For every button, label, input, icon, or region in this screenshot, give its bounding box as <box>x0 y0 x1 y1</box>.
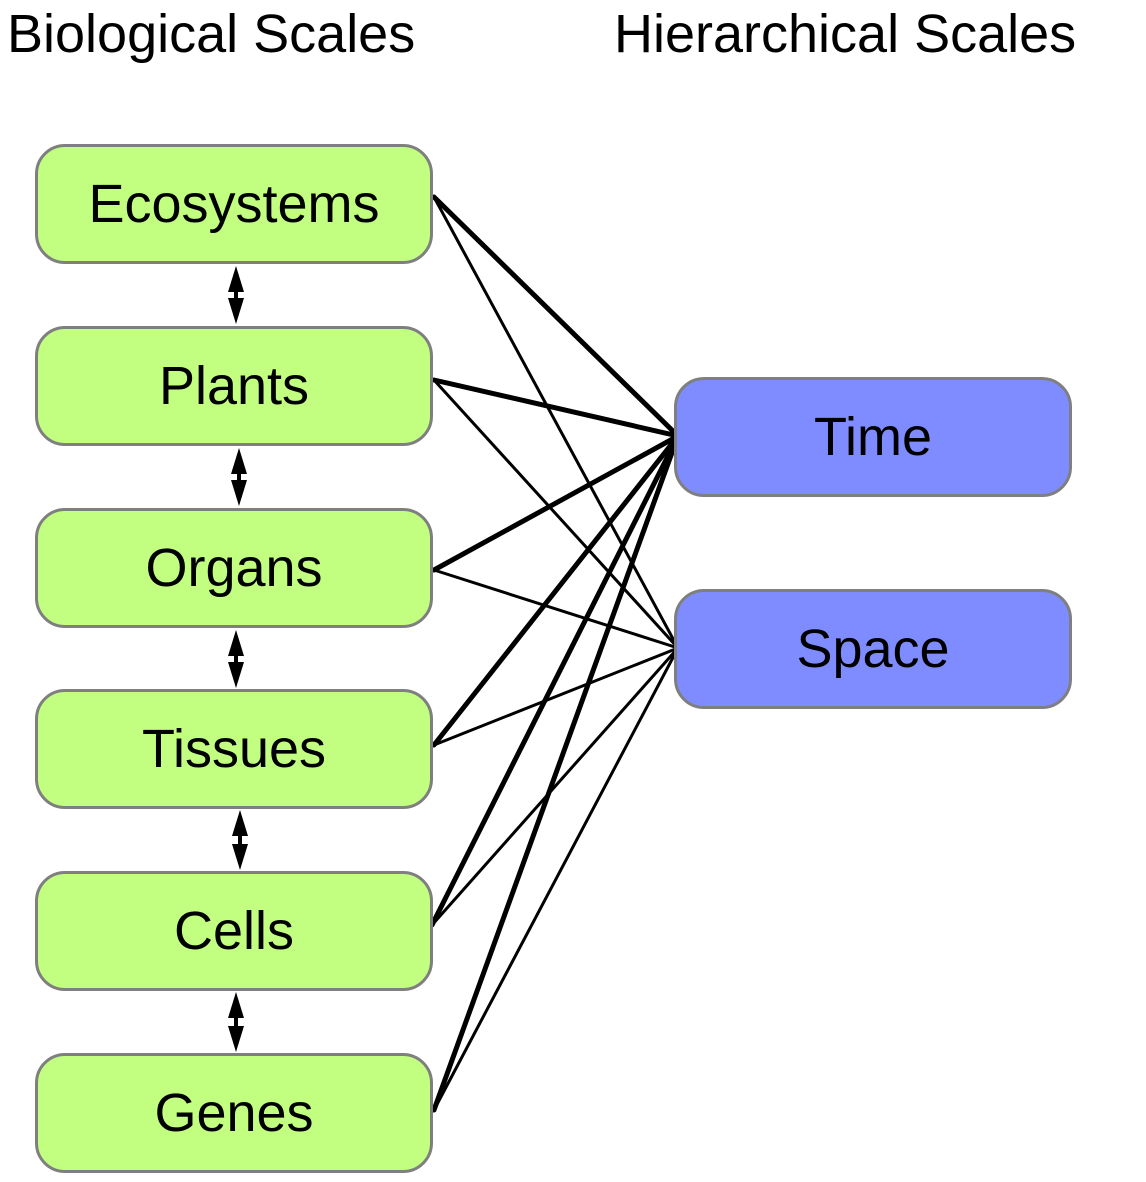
arrow-organs-tissues <box>228 630 244 688</box>
link-ecosystems-time <box>431 194 681 439</box>
node-ecosystems: Ecosystems <box>35 144 433 264</box>
link-organs-space <box>432 568 680 650</box>
link-organs-time <box>431 433 681 573</box>
node-plants: Plants <box>35 326 433 446</box>
link-cells-space <box>430 646 680 927</box>
node-tissues: Tissues <box>35 689 433 809</box>
link-plants-space <box>432 378 680 650</box>
link-plants-time <box>431 377 681 439</box>
biological-scales-heading: Biological Scales <box>7 4 416 64</box>
arrow-plants-organs <box>231 448 247 506</box>
arrow-cells-genes <box>228 992 244 1052</box>
link-tissues-space <box>432 646 680 747</box>
node-organs: Organs <box>35 508 433 628</box>
hierarchical-scales-heading: Hierarchical Scales <box>614 4 1077 64</box>
arrow-tissues-cells <box>232 810 248 870</box>
link-genes-space <box>432 646 680 1112</box>
node-space: Space <box>674 589 1072 709</box>
node-genes: Genes <box>35 1053 433 1173</box>
link-tissues-time <box>431 433 681 748</box>
node-cells: Cells <box>35 871 433 991</box>
link-ecosystems-space <box>432 195 680 650</box>
arrow-ecosystems-plants <box>228 266 244 324</box>
link-cells-time <box>429 433 681 928</box>
node-time: Time <box>674 377 1072 497</box>
link-genes-time <box>431 433 681 1113</box>
